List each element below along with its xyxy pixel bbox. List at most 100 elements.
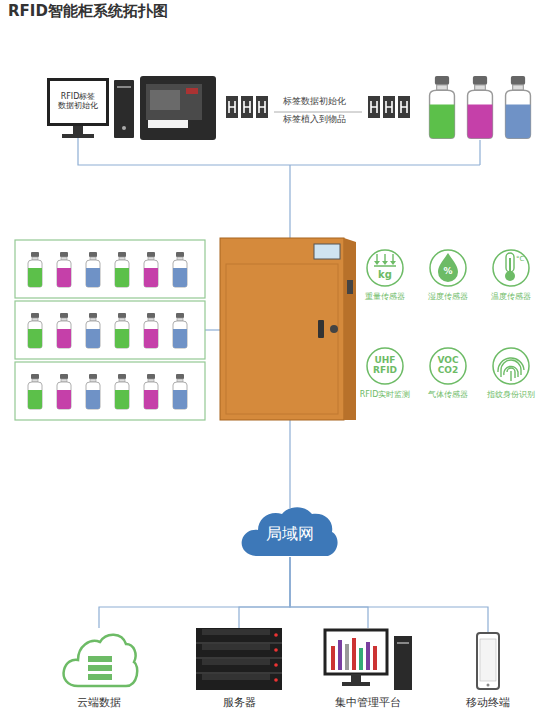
- server-rack: [196, 628, 282, 690]
- cabinet-reader: [347, 280, 353, 294]
- cloud-server-bar: [88, 674, 112, 680]
- monitor-screen: RFID标签 数据初始化: [47, 78, 109, 126]
- node-text: RFID标签 数据初始化: [50, 93, 106, 111]
- sensor-circle: [430, 348, 466, 384]
- node-heading: 湿度传感器: [428, 292, 468, 301]
- node-heading: 移动终端: [466, 697, 510, 710]
- cabinet-handle: [318, 320, 324, 338]
- terminal-node: 集中管理平台: [324, 628, 412, 690]
- weight-arrows: [374, 254, 396, 266]
- server-led: [274, 678, 278, 682]
- cabinet-wire: [289, 420, 290, 508]
- sensor-icon: UHF RFIDRFID实时监测: [366, 347, 404, 385]
- network-cloud: 局域网: [240, 503, 340, 557]
- diagram-title: RFID智能柜系统拓扑图: [8, 3, 168, 20]
- sensor-circle: [430, 250, 466, 286]
- rfid-tag: [241, 96, 253, 118]
- bottle: [173, 313, 187, 348]
- pc-button: [122, 126, 126, 130]
- sensor-circle: [493, 348, 529, 384]
- node-heading: 云端数据: [77, 697, 121, 710]
- bottle: [28, 374, 42, 409]
- chart-bar: [359, 648, 363, 670]
- node-heading: 温度传感器: [491, 292, 531, 301]
- bar-chart: [331, 638, 377, 670]
- bottle: [115, 313, 129, 348]
- chart-bar: [373, 646, 377, 670]
- cabinet-side: [344, 238, 356, 420]
- bottle: [86, 252, 100, 287]
- bottle: [468, 76, 493, 138]
- terminal-node: 云端数据: [62, 628, 136, 690]
- phone-screen: [480, 639, 496, 681]
- sensor-circle: [493, 250, 529, 286]
- sensor-circle: [367, 348, 403, 384]
- thermometer-mercury: [509, 258, 511, 273]
- mobile-phone: [477, 633, 499, 689]
- bottle: [173, 374, 187, 409]
- node-heading: 重量传感器: [365, 292, 405, 301]
- bottle: [28, 313, 42, 348]
- network-link: [290, 557, 488, 632]
- cabinet-screen: [314, 244, 340, 259]
- cloud-server-bar: [88, 665, 112, 671]
- sensor-icon: 指纹身份识别: [492, 347, 530, 385]
- node-text: VOC CO2: [429, 356, 467, 376]
- divider-line: [274, 112, 362, 113]
- node-heading: 指纹身份识别: [487, 390, 535, 399]
- bottle: [57, 313, 71, 348]
- bottle: [115, 374, 129, 409]
- pc-drive: [117, 86, 131, 88]
- flow-label: 标签数据初始化: [283, 97, 346, 107]
- chart-bar: [345, 644, 349, 670]
- sensor-icon: %湿度传感器: [429, 249, 467, 287]
- rfid-tag: [368, 96, 380, 118]
- terminal-node: 服务器: [196, 628, 282, 690]
- node-text: UHF RFID: [366, 356, 404, 376]
- platform-drive: [397, 642, 409, 644]
- bottle: [144, 252, 158, 287]
- weight-icon: [374, 254, 396, 266]
- chart-bar: [366, 642, 370, 670]
- server-bays: [202, 632, 270, 677]
- thermometer-icon: [505, 253, 515, 281]
- node-text: kg: [366, 269, 404, 281]
- server-led: [274, 648, 278, 652]
- chart-bar: [338, 640, 342, 670]
- flow-label: 标签植入到物品: [283, 115, 346, 125]
- platform-tower: [394, 636, 412, 690]
- printer-light: [186, 88, 198, 94]
- sensor-circle: [367, 250, 403, 286]
- circle-outline: [366, 249, 404, 287]
- printer-panel: [146, 84, 202, 120]
- rfid-tag: [383, 96, 395, 118]
- monitor-stand: [73, 126, 83, 134]
- bottle: [430, 76, 455, 138]
- bottle: [86, 374, 100, 409]
- node-heading: 气体传感器: [428, 390, 468, 399]
- shelf-row: [15, 301, 205, 359]
- bottle: [144, 313, 158, 348]
- monitor-base: [62, 134, 94, 138]
- cabinet-lock: [330, 325, 338, 333]
- node-text: 局域网: [240, 525, 340, 543]
- fingerprint-icon: [498, 358, 524, 381]
- shelf-panel: [15, 240, 205, 420]
- network-link: [239, 557, 290, 628]
- phone-button: [487, 684, 490, 687]
- sensor-icon: °C温度传感器: [492, 249, 530, 287]
- printer-paper: [148, 120, 188, 128]
- terminal-node: 移动终端: [476, 632, 500, 690]
- bottle: [28, 252, 42, 287]
- chart-bar: [352, 638, 356, 670]
- shelf-row: [15, 240, 205, 298]
- sensor-icon: kg重量传感器: [366, 249, 404, 287]
- node-text: °C: [516, 255, 524, 263]
- server-led: [274, 663, 278, 667]
- network-link: [290, 557, 368, 628]
- server-led: [274, 633, 278, 637]
- bottle: [86, 313, 100, 348]
- network-link: [99, 557, 290, 628]
- rfid-tag: [226, 96, 238, 118]
